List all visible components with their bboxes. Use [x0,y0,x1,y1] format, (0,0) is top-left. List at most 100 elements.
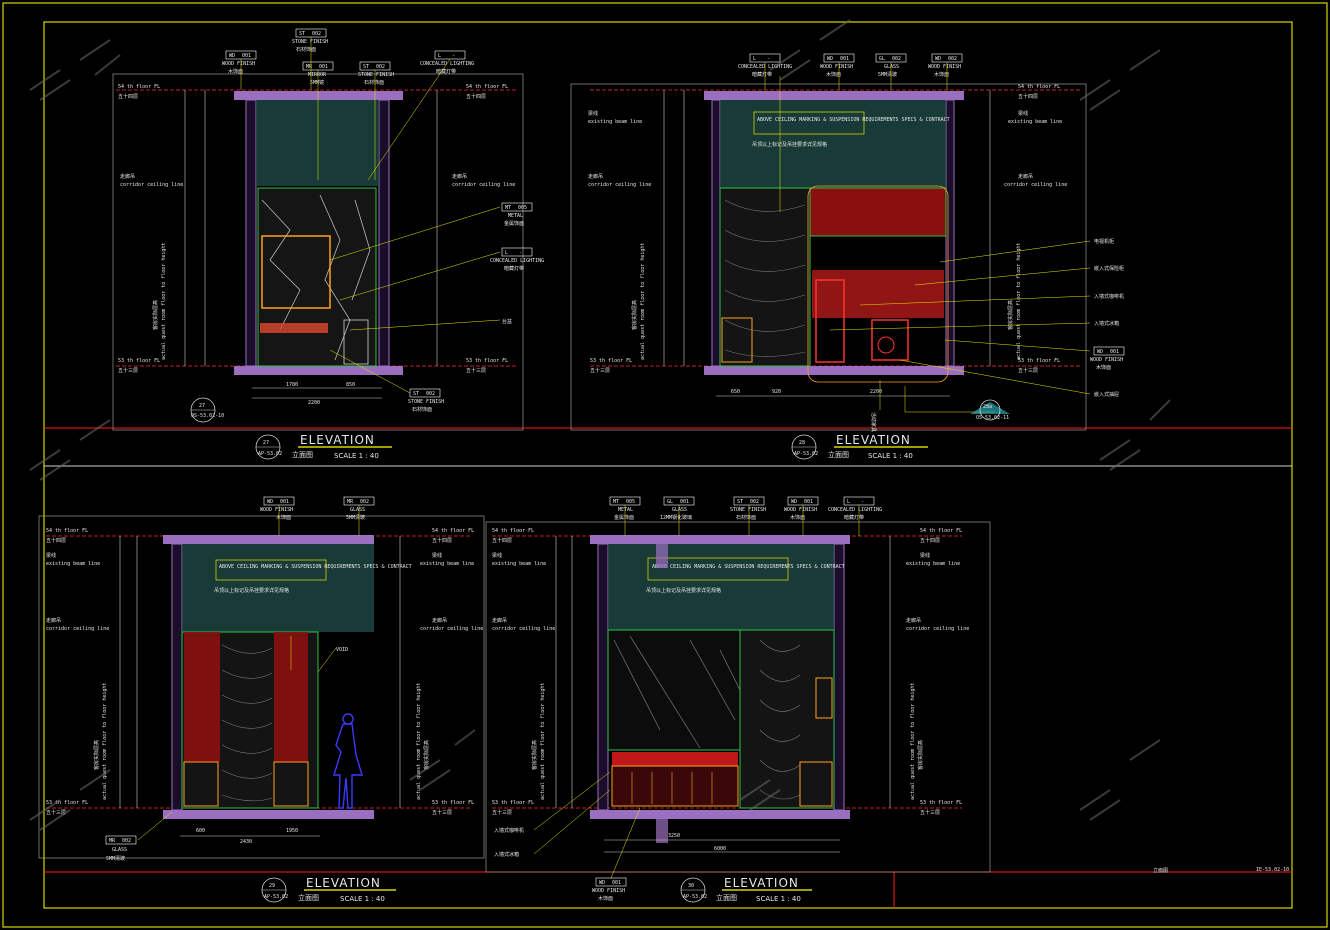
dim-650: 650 [731,389,740,395]
tag-concealed-lighting-2: L - CONCEALED LIGHTING 暗藏灯带 [490,247,544,272]
void-label: VOID [336,647,348,653]
dim-2430: 2430 [240,839,252,845]
wood-grain [221,644,273,802]
beam-en-r: existing beam line [420,561,474,567]
section-ref: OS-53.02-10 [191,413,224,419]
elevation-29: 54 th floor FL 五十四层 54 th floor FL 五十四层 … [38,496,485,903]
ceiling-void-hatch [256,100,379,186]
svg-text:石材饰面: 石材饰面 [736,514,756,521]
vanity-drawers [631,772,713,804]
svg-text:WD: WD [599,880,605,886]
drawing-frame [43,21,1293,909]
title-ref: AP-53.02 [264,894,288,900]
svg-text:CONCEALED LIGHTING: CONCEALED LIGHTING [420,61,474,67]
ceiling-void-hatch [608,544,834,630]
beam-en-r: existing beam line [906,561,960,567]
height-en-r: actual quest room floor to floor height [1016,243,1022,360]
svg-text:12MM钢化玻璃: 12MM钢化玻璃 [660,514,692,521]
wardrobe-panel [719,187,811,367]
svg-text:MT: MT [613,499,619,505]
title-ref: AP-53.02 [683,894,707,900]
svg-text:ST: ST [363,64,369,70]
leader-lines [533,505,860,879]
svg-text:WD: WD [229,53,235,59]
note-coffee: 入墙式咖啡机 [494,827,524,834]
title-cn: 立面图 [298,893,319,902]
safe [871,319,909,361]
height-cn: 客房实际层高 [631,300,638,330]
title-cn: 立面图 [716,893,737,902]
svg-text:002: 002 [426,391,435,397]
tag-glass-bottom: MR 002 GLASS 5MM清玻 [105,835,137,862]
drawer-right [815,677,833,719]
corridor-cn-r: 走廊吊 [432,617,447,624]
svg-text:STONE FINISH: STONE FINISH [730,507,766,513]
svg-text:001: 001 [680,499,689,505]
title-scale: SCALE 1 : 40 [868,452,913,460]
height-cn-r: 客房实际层高 [917,740,924,770]
ceiling-note-box [215,559,327,581]
svg-text:木饰面: 木饰面 [228,68,243,75]
floor54-cn: 五十四层 [492,537,512,544]
floor53-label: 53 th floor FL [46,800,88,806]
svg-text:002: 002 [122,838,131,844]
svg-text:石材饰面: 石材饰面 [412,406,432,413]
beam-cn-r: 梁线 [432,552,442,559]
ceiling-slab [590,535,850,544]
svg-text:MR: MR [306,64,313,70]
svg-text:木饰面: 木饰面 [1096,364,1111,371]
wardrobe-panel [739,629,835,809]
svg-text:GLASS: GLASS [884,64,899,70]
dim-1780: 1780 [286,382,298,388]
svg-text:002: 002 [312,31,321,37]
svg-text:WOOD FINISH: WOOD FINISH [1090,357,1123,363]
svg-text:5MM清玻: 5MM清玻 [346,514,365,521]
left-wall [711,99,721,367]
svg-text:-: - [861,499,864,505]
floor54-label-r: 54 th floor FL [1018,84,1060,90]
corridor-en: corridor ceiling line [120,182,183,188]
floor54-cn-r: 五十四层 [466,93,486,100]
svg-text:001: 001 [1110,349,1119,355]
ceiling-slab [163,535,374,544]
dim-6000: 6000 [714,846,726,852]
title-cn: 立面图 [292,450,313,459]
svg-text:WOOD FINISH: WOOD FINISH [260,507,293,513]
section-num: 27 [199,403,205,409]
title-num: 28 [799,440,805,446]
elevation-27: 54 th floor FL 五十四层 54 th floor FL 五十四层 … [112,28,544,460]
note-safe: 嵌入式保险柜 [1094,265,1124,272]
title-elevation: ELEVATION [836,433,911,447]
corridor-en-r: corridor ceiling line [906,626,969,632]
svg-text:MT: MT [505,205,511,211]
svg-text:金属饰面: 金属饰面 [614,514,634,521]
svg-text:金属饰面: 金属饰面 [504,220,524,227]
title-ref: AP-53.02 [794,451,818,457]
svg-text:MR: MR [347,499,354,505]
title-elevation: ELEVATION [724,876,799,890]
svg-text:WOOD FINISH: WOOD FINISH [222,61,255,67]
svg-text:001: 001 [804,499,813,505]
svg-text:石材饰面: 石材饰面 [364,79,384,86]
svg-text:WD: WD [1097,349,1103,355]
floor-slab [163,810,374,819]
height-cn: 客房实际层高 [93,740,100,770]
svg-text:WOOD FINISH: WOOD FINISH [592,888,625,894]
floor54-cn-r: 五十四层 [1018,93,1038,100]
note-fridge: 入墙式冰箱 [1094,320,1119,327]
beam-en-r: existing beam line [1008,119,1062,125]
red-outline [807,185,949,383]
right-wall [378,99,390,367]
floor53-cn-r: 五十三层 [920,809,940,816]
note-en: ABOVE CEILING MARKING & SUSPENSION REQUI… [219,564,412,570]
left-wall [245,99,257,367]
height-cn-r: 客房实际层高 [1007,300,1014,330]
svg-text:002: 002 [750,499,759,505]
svg-text:001: 001 [319,64,328,70]
svg-text:木饰面: 木饰面 [276,514,291,521]
tag-glass: GL 001 GLASS 12MM钢化玻璃 [660,496,695,521]
basin-label: 台盆 [502,318,512,325]
floor54-cn: 五十四层 [118,93,138,100]
beam-en: existing beam line [588,119,642,125]
floor54-cn-r: 五十四层 [432,537,452,544]
